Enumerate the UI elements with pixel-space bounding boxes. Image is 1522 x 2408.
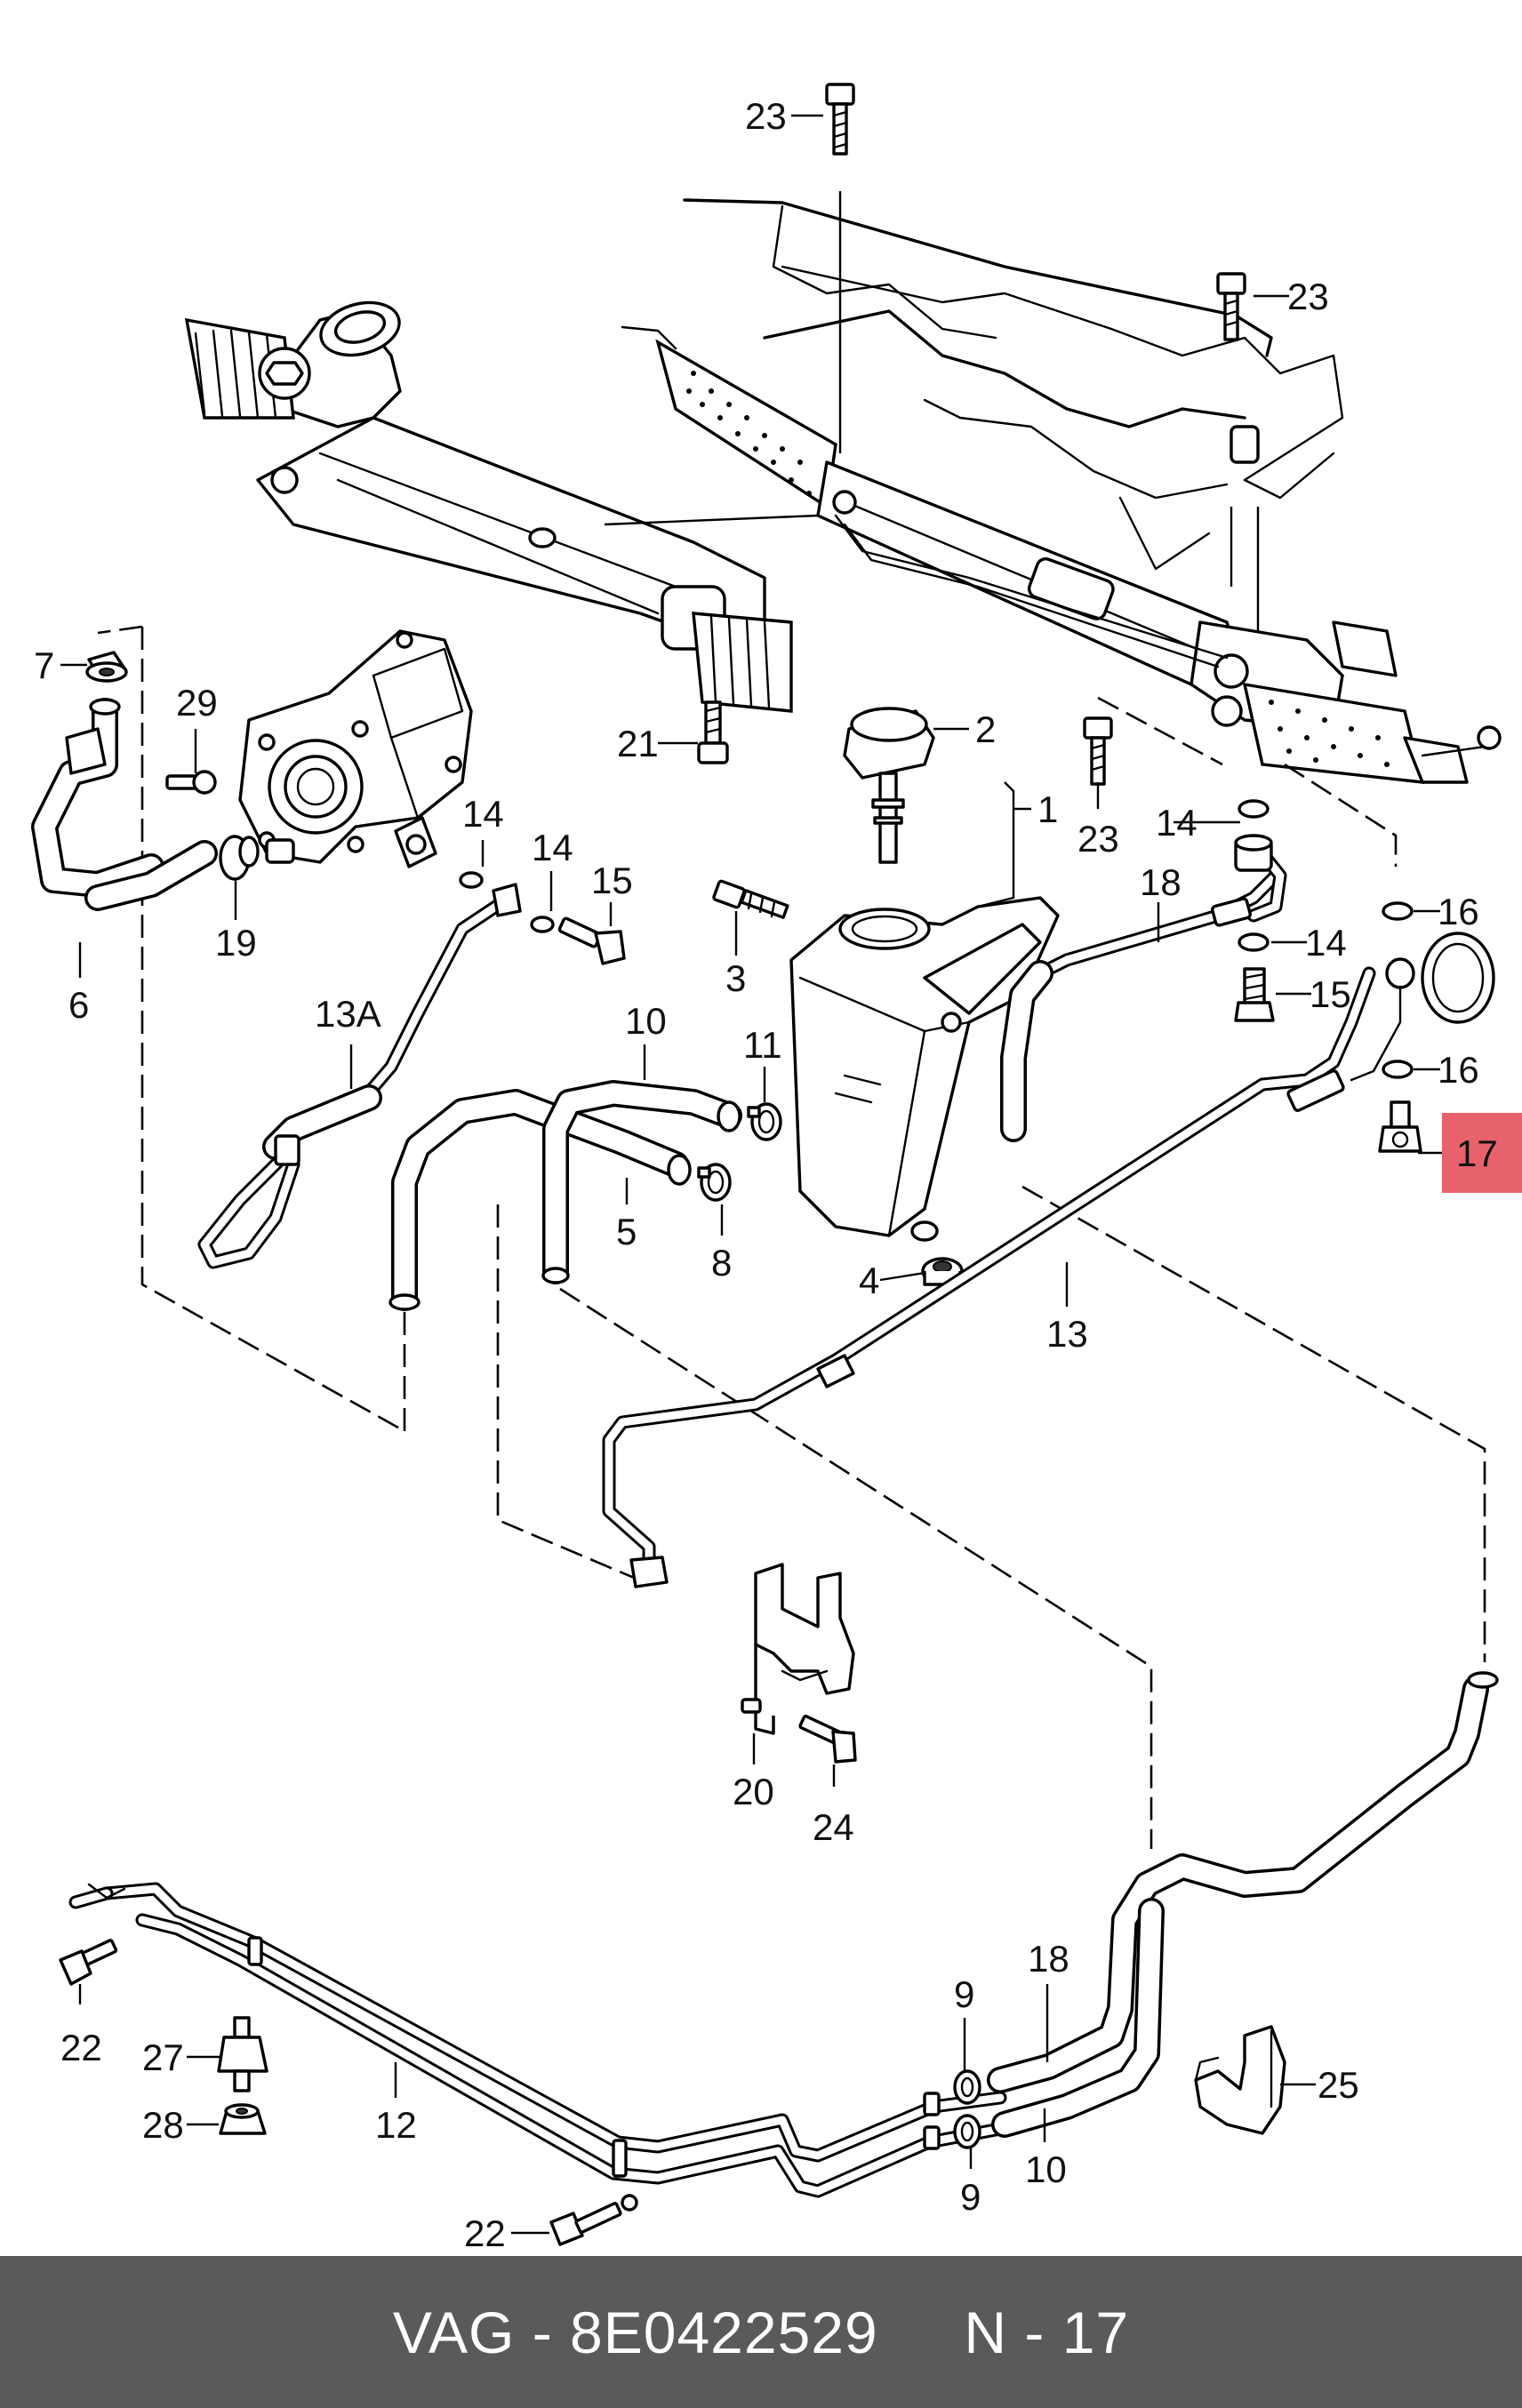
bolt-29 [165, 770, 217, 795]
callout-3: 3 [725, 957, 746, 999]
callout-14a: 14 [462, 793, 504, 835]
washer-16 [1382, 901, 1414, 1079]
bolt-17 [1378, 1100, 1422, 1153]
callout-21: 21 [617, 723, 659, 764]
washer-14-right [1238, 799, 1270, 952]
callout-10a: 10 [625, 1000, 667, 1042]
callout-2: 2 [975, 708, 996, 750]
callout-18b: 18 [1028, 1938, 1069, 1980]
clamp-8 [697, 1163, 732, 1202]
clamp-9 [953, 2069, 981, 2149]
subframe [683, 198, 1344, 571]
callout-24: 24 [813, 1806, 854, 1848]
callout-1: 1 [1037, 788, 1058, 830]
clamp-11 [747, 1102, 782, 1141]
callout-9b: 9 [960, 2176, 981, 2218]
assembly-lines [97, 191, 1486, 1849]
coil-tube [1350, 932, 1495, 1082]
line-18-upper [1000, 846, 1287, 1142]
union-right [1234, 834, 1273, 872]
callout-13: 13 [1046, 1313, 1088, 1355]
callouts: 23 23 23 7 29 6 19 14 14 14 14 15 15 21 … [34, 95, 1522, 2254]
return-line-12 [68, 1882, 1007, 2198]
parts-diagram: 23 23 23 7 29 6 19 14 14 14 14 15 15 21 … [31, 83, 1522, 2254]
mount-27 [217, 2016, 268, 2092]
callout-25: 25 [1318, 2064, 1359, 2106]
callout-11: 11 [743, 1024, 782, 1066]
callout-15a: 15 [591, 860, 633, 901]
power-steering-pump [238, 629, 473, 868]
callout-17: 17 [1456, 1132, 1498, 1174]
callout-22a: 22 [60, 2027, 102, 2068]
callout-13a: 13A [315, 993, 381, 1035]
callout-8: 8 [711, 1242, 732, 1284]
part-number-footer: VAG - 8E0422529 N - 17 [0, 2256, 1522, 2408]
pressure-line-13a [197, 883, 522, 1269]
callout-4: 4 [859, 1260, 879, 1301]
bolt-22-left [59, 1939, 118, 1986]
hose-6 [31, 698, 164, 898]
bolt-24 [798, 1715, 857, 1764]
bolt-21 [697, 700, 729, 764]
clip-25 [1194, 2025, 1286, 2135]
callout-6: 6 [68, 984, 89, 1026]
callout-9a: 9 [954, 1973, 974, 2015]
callout-19: 19 [215, 922, 257, 964]
bolt-23-right [1216, 272, 1246, 341]
hoses-lower [987, 1671, 1499, 2138]
steering-rack-detail [621, 325, 1502, 784]
bolt-23-top [825, 83, 855, 156]
callout-16b: 16 [1438, 1049, 1479, 1091]
callout-10b: 10 [1025, 2148, 1067, 2190]
callout-23c: 23 [1077, 818, 1119, 860]
callout-23b: 23 [1287, 276, 1329, 317]
callout-14d: 14 [1305, 922, 1347, 964]
nut-7 [85, 651, 128, 683]
hose-19 [84, 835, 260, 911]
bolt-3 [712, 879, 789, 919]
callout-17-highlight [1442, 1113, 1522, 1193]
nut-28 [219, 2103, 267, 2135]
reservoir-1 [789, 896, 1060, 1242]
reservoir-cap-2 [843, 707, 935, 864]
callout-14b: 14 [532, 827, 573, 868]
callout-14c: 14 [1156, 802, 1198, 844]
hose-10-upper [541, 1080, 742, 1284]
callout-27: 27 [142, 2036, 184, 2078]
callout-5: 5 [616, 1211, 637, 1252]
callout-23a: 23 [745, 95, 787, 137]
callout-16a: 16 [1438, 891, 1479, 932]
callout-7: 7 [34, 644, 54, 686]
bolt-15-right [1234, 967, 1275, 1022]
bolt-22-bottom [549, 2194, 638, 2246]
hose-5 [389, 1089, 689, 1311]
callout-28: 28 [142, 2104, 184, 2146]
callout-29: 29 [176, 682, 218, 724]
bolt-15-pump [557, 916, 626, 965]
callout-22b: 22 [464, 2212, 506, 2254]
callout-15b: 15 [1310, 973, 1351, 1015]
callout-20: 20 [733, 1771, 774, 1812]
bolt-23-lower [1083, 716, 1113, 786]
callout-18a: 18 [1140, 861, 1182, 903]
washer-14-pump [459, 871, 555, 933]
callout-12: 12 [375, 2104, 417, 2146]
steering-rack [184, 300, 793, 713]
pressure-line-13 [602, 966, 1376, 1588]
footer-part-number: VAG - 8E0422529 N - 17 [392, 2299, 1130, 2365]
bracket-20 [741, 1563, 855, 1735]
